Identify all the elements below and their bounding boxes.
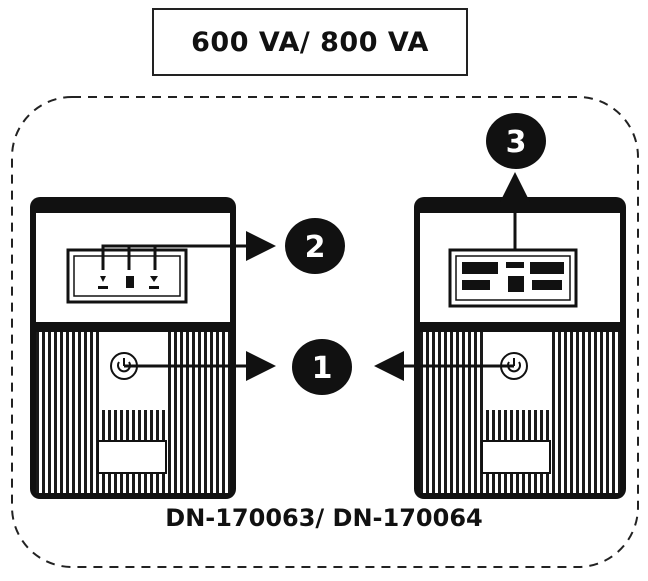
callout-2: 2 <box>285 218 345 274</box>
ups-left <box>30 197 236 499</box>
callout-1-label: 1 <box>312 351 333 386</box>
callout-lines <box>101 172 530 381</box>
callout-2-label: 2 <box>305 230 326 265</box>
title: 600 VA/ 800 VA <box>191 26 429 58</box>
dashed-outline <box>11 96 639 568</box>
callout-3: 3 <box>486 113 546 169</box>
title-box: 600 VA/ 800 VA <box>152 8 468 76</box>
model-number: DN-170063/ DN-170064 <box>165 504 483 532</box>
ups-right <box>414 197 626 499</box>
callout-3-label: 3 <box>506 125 527 160</box>
callout-1: 1 <box>292 339 352 395</box>
led-indicator-icons <box>98 276 159 289</box>
